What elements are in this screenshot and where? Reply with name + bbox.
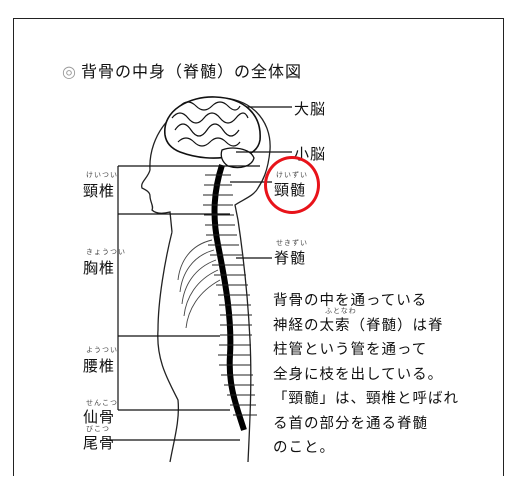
description-line: 背骨の中を通っている	[273, 289, 463, 314]
highlight-circle	[264, 156, 320, 214]
label-coccyx: 尾骨	[83, 432, 115, 453]
description-line: 柱管という管を通って	[273, 338, 463, 363]
description-line: 神経の太索（脊髄）は脊	[273, 314, 463, 339]
rib-arcs	[178, 240, 220, 328]
label-cervical-vertebrae: 頸椎	[83, 180, 115, 201]
ruby-thoracic-vertebrae: きょうつい	[86, 247, 126, 257]
label-spinal-cord: 脊髄	[274, 247, 306, 268]
ruby-cervical-vertebrae: けいつい	[86, 170, 118, 180]
description-text: 背骨の中を通っている 神経の太索（脊髄）は脊 柱管という管を通って 全身に枝を出…	[273, 289, 463, 461]
description-line: 「頸髄」は、頸椎と呼ばれ	[273, 387, 463, 412]
label-lumbar-vertebrae: 腰椎	[83, 355, 115, 376]
label-cerebrum: 大脳	[294, 98, 326, 119]
description-line: のこと。	[273, 436, 463, 461]
label-thoracic-vertebrae: 胸椎	[83, 257, 115, 278]
description-line: る首の部分を通る脊髄	[273, 412, 463, 437]
description-line: 全身に枝を出している。	[273, 363, 463, 388]
ruby-lumbar-vertebrae: ようつい	[86, 345, 118, 355]
